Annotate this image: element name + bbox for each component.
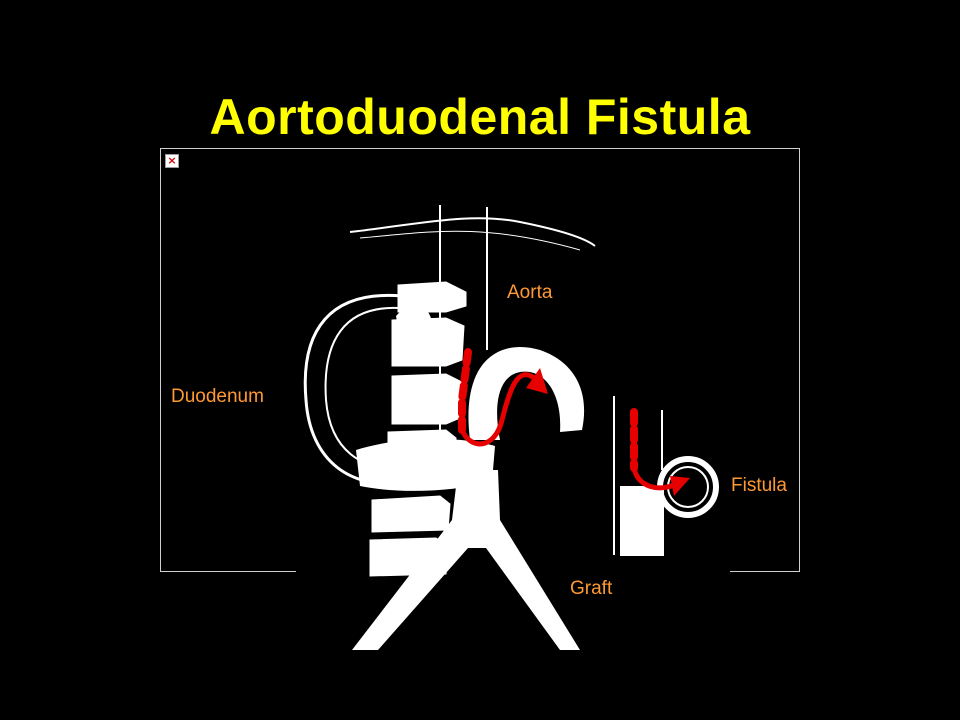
- graft-cuff: [620, 486, 664, 556]
- label-fistula: Fistula: [731, 475, 787, 496]
- broken-image-icon: ×: [165, 154, 179, 168]
- flow-arrow-right: [630, 408, 690, 496]
- label-aorta: Aorta: [507, 282, 553, 303]
- label-duodenum: Duodenum: [171, 386, 264, 407]
- aortic-graft: [352, 470, 580, 650]
- flow-arrow-left: [458, 348, 548, 447]
- label-graft: Graft: [570, 578, 613, 599]
- duodenum-segment: [396, 305, 433, 355]
- graft-curved-limb: [468, 346, 585, 440]
- slide-title: Aortoduodenal Fistula: [209, 89, 751, 145]
- diaphragm-line: [349, 217, 596, 247]
